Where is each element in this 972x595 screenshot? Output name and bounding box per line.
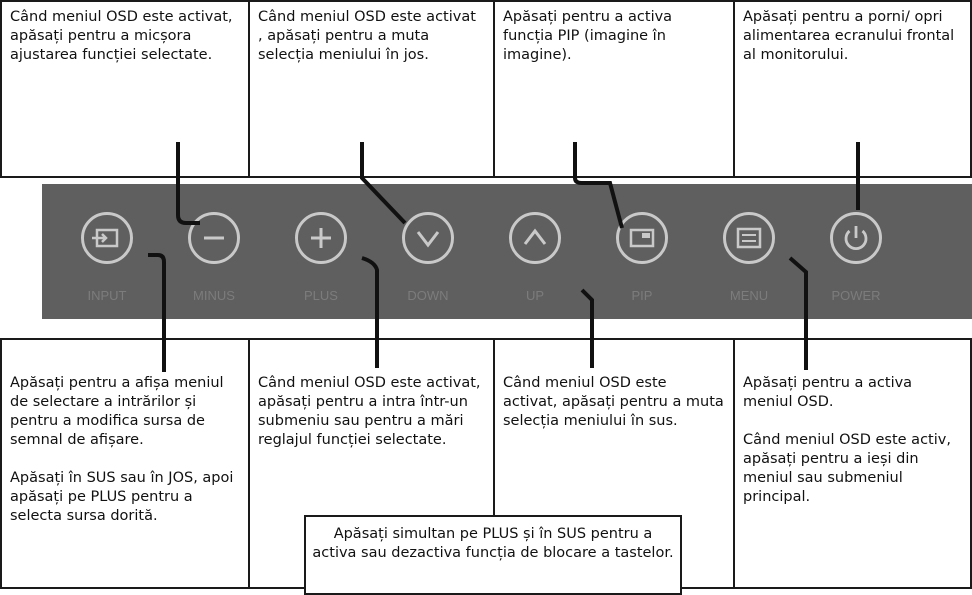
menu-label: MENU (729, 288, 769, 303)
callout-text: Când meniul OSD este activat, apăsați pe… (258, 375, 481, 448)
callout-down: Când meniul OSD este activat , apăsați p… (248, 0, 495, 178)
pip-button[interactable] (616, 212, 668, 264)
chevron-up-icon (523, 228, 547, 245)
plus-icon (311, 228, 331, 248)
callout-text: Apăsați pentru a afișa meniul de selecta… (10, 375, 224, 448)
menu-button[interactable] (723, 212, 775, 264)
callout-pip: Apăsați pentru a activa funcția PIP (ima… (493, 0, 735, 178)
plus-label: PLUS (304, 288, 338, 303)
pip-label: PIP (631, 288, 653, 303)
up-label: UP (525, 288, 545, 303)
note-text: Apăsați simultan pe PLUS și în SUS pentr… (312, 526, 674, 561)
minus-icon (204, 236, 224, 240)
key-lock-note: Apăsați simultan pe PLUS și în SUS pentr… (304, 515, 682, 595)
input-label: INPUT (87, 288, 127, 303)
callout-text: Apăsați pentru a activa funcția PIP (ima… (503, 9, 673, 63)
callout-text: Apăsați pentru a activa meniul OSD. (743, 375, 913, 410)
callout-menu: Apăsați pentru a activa meniul OSD. Când… (733, 338, 972, 589)
input-button[interactable] (81, 212, 133, 264)
menu-icon (736, 227, 762, 249)
minus-button[interactable] (188, 212, 240, 264)
callout-text: Când meniul OSD este activat , apăsați p… (258, 9, 476, 63)
down-label: DOWN (407, 288, 449, 303)
callout-text-secondary: Când meniul OSD este activ, apăsați pent… (743, 432, 951, 505)
down-button[interactable] (402, 212, 454, 264)
power-label: POWER (831, 288, 881, 303)
plus-button[interactable] (295, 212, 347, 264)
power-icon (844, 226, 868, 250)
callout-input: Apăsați pentru a afișa meniul de selecta… (0, 338, 250, 589)
up-button[interactable] (509, 212, 561, 264)
pip-icon (629, 228, 655, 248)
callout-text: Când meniul OSD este activat, apăsați pe… (503, 375, 724, 429)
minus-label: MINUS (193, 288, 235, 303)
input-icon (92, 228, 119, 248)
callout-text-group: Apăsați pentru a afișa meniul de selecta… (10, 374, 240, 526)
callout-power: Apăsați pentru a porni/ opri alimentarea… (733, 0, 972, 178)
callout-text-group: Apăsați pentru a activa meniul OSD. Când… (743, 374, 962, 507)
monitor-button-panel: INPUT MINUS PLUS DOWN UP PIP (42, 184, 972, 319)
callout-minus: Când meniul OSD este activat, apăsați pe… (0, 0, 250, 178)
callout-text-secondary: Apăsați în SUS sau în JOS, apoi apăsați … (10, 470, 234, 524)
power-button[interactable] (830, 212, 882, 264)
chevron-down-icon (416, 231, 440, 248)
callout-text: Când meniul OSD este activat, apăsați pe… (10, 9, 233, 63)
callout-text: Apăsați pentru a porni/ opri alimentarea… (743, 9, 955, 63)
